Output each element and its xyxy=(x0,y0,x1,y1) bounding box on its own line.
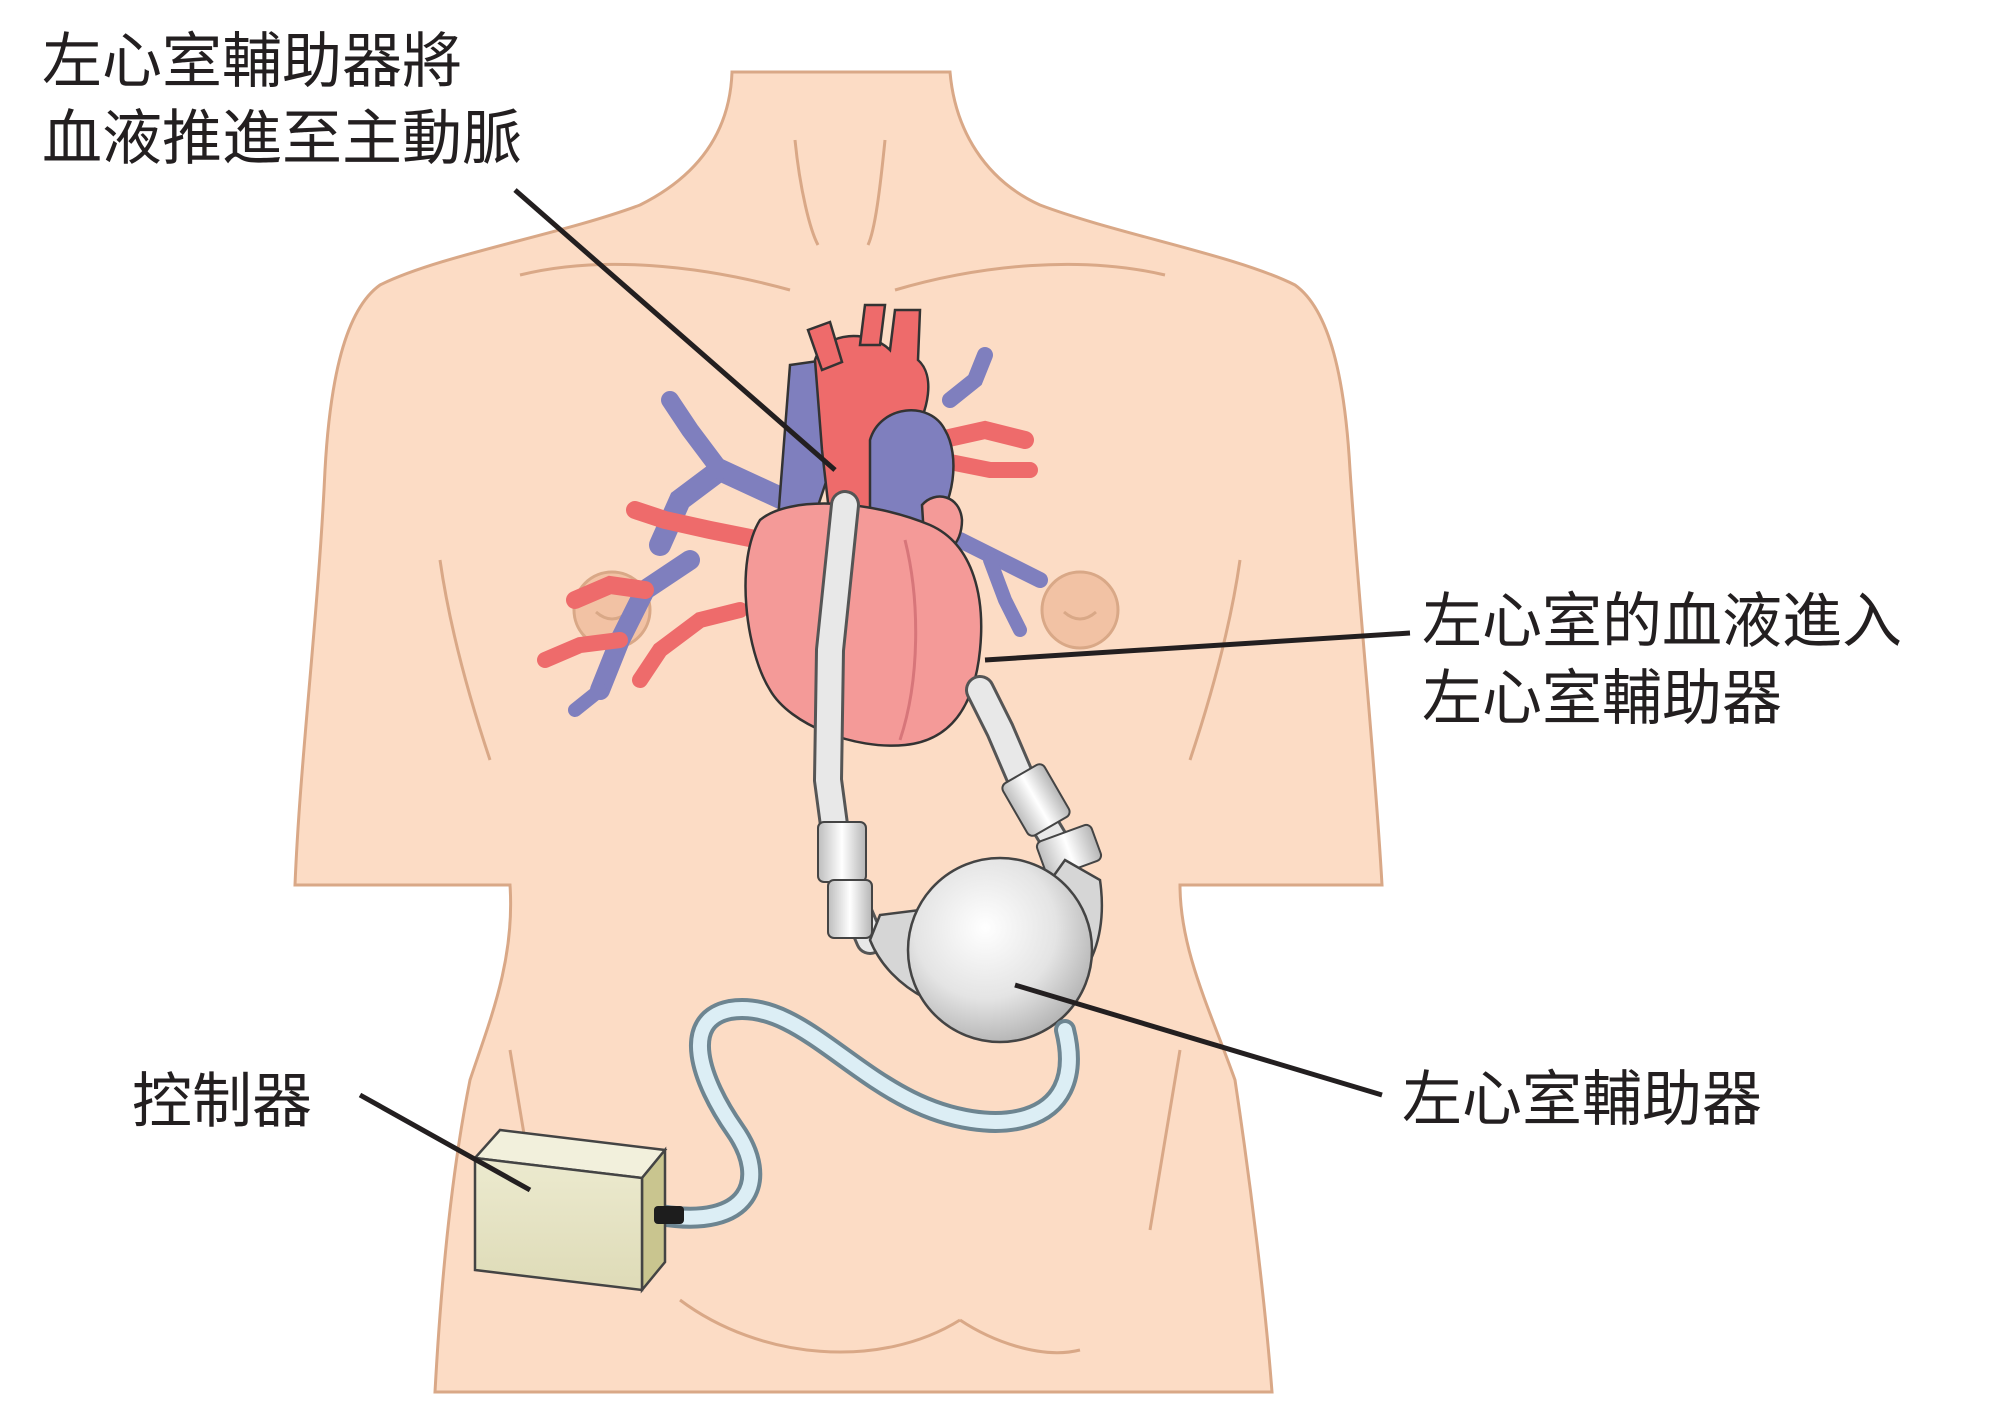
neck-line xyxy=(866,139,887,246)
label-pump-to-aorta-line-2: 血液推進至主動脈 xyxy=(42,104,522,174)
label-pump-to-aorta-line-1: 左心室輔助器將 xyxy=(42,27,462,97)
heart-ventricles xyxy=(744,502,983,747)
leader-line-controller xyxy=(358,1092,532,1193)
right-nipple xyxy=(1040,570,1120,650)
abdomen-line xyxy=(1148,1049,1182,1231)
controller-front xyxy=(473,1156,644,1292)
controller-box xyxy=(472,1128,684,1294)
chest-line xyxy=(438,559,492,761)
leader-line-lv-inflow xyxy=(984,630,1411,663)
heart xyxy=(537,303,1048,747)
leader-line-lvad xyxy=(1014,982,1383,1098)
pump-body xyxy=(906,856,1094,1044)
pelvis-line xyxy=(679,1298,961,1354)
left-vessels xyxy=(537,391,796,717)
label-controller: 控制器 xyxy=(132,1064,312,1141)
driveline-inner xyxy=(653,1001,1076,1225)
driveline-plug xyxy=(654,1206,684,1224)
neck-line xyxy=(793,139,820,246)
connector xyxy=(817,821,867,883)
interventricular-groove xyxy=(898,539,918,741)
aortic-branch xyxy=(806,320,844,372)
label-lv-blood-into-lvad-line-2: 左心室輔助器 xyxy=(1422,664,1782,734)
connector xyxy=(1001,763,1071,837)
aortic-branch xyxy=(858,303,887,347)
pelvis-line xyxy=(959,1318,1081,1355)
label-lvad: 左心室輔助器 xyxy=(1402,1062,1762,1139)
right-vessels xyxy=(931,347,1048,637)
collarbone xyxy=(519,262,791,292)
label-lv-blood-into-lvad-line-1: 左心室的血液進入 xyxy=(1422,587,1902,657)
label-lvad-text: 左心室輔助器 xyxy=(1402,1065,1762,1135)
collarbone xyxy=(894,262,1166,292)
connector xyxy=(827,879,873,939)
leader-lines xyxy=(358,188,1411,1193)
chest-line xyxy=(1188,559,1242,761)
label-controller-text: 控制器 xyxy=(132,1067,312,1137)
label-pump-to-aorta: 左心室輔助器將 血液推進至主動脈 xyxy=(42,24,522,178)
leader-line-aorta xyxy=(513,188,837,472)
label-lv-blood-into-lvad: 左心室的血液進入 左心室輔助器 xyxy=(1422,584,1902,738)
